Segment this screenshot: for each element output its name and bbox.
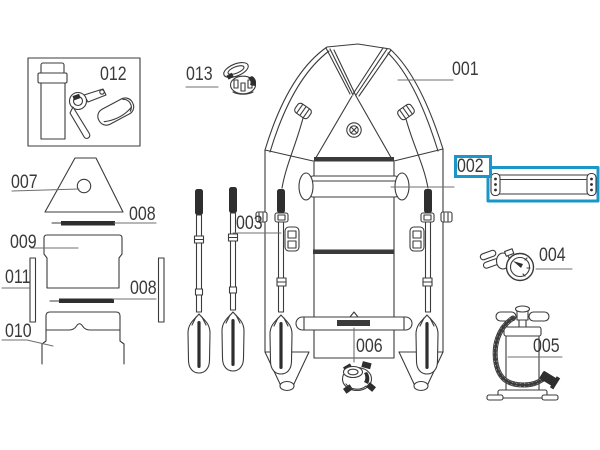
bow-rope-lines (281, 117, 429, 189)
oar-drawing (409, 189, 439, 375)
glue-bottle-drawing (37, 62, 68, 140)
label-006: 006 (356, 336, 383, 357)
floorboard-007-drawing (44, 157, 124, 213)
label-011: 011 (5, 267, 31, 288)
air-pump-005-drawing (486, 305, 561, 401)
bow-handle-drawing (294, 102, 415, 121)
drain-plug-006-drawing (341, 361, 376, 394)
label-005: 005 (533, 336, 560, 357)
repair-kit-box (27, 57, 141, 147)
label-013: 013 (186, 64, 213, 85)
label-007: 007 (11, 172, 38, 193)
label-001: 001 (452, 59, 479, 80)
oar-drawing (221, 187, 245, 372)
label-003: 003 (236, 213, 263, 234)
inflation-valve-drawing (346, 122, 362, 138)
label-008-lower: 008 (130, 278, 157, 299)
air-valve-013-drawing (223, 62, 257, 95)
floor-joint-strip-bow (314, 157, 394, 162)
floor-joint-strip-mid (313, 249, 394, 254)
oar-drawing (187, 189, 211, 374)
stern-seat-drawing (295, 311, 413, 331)
label-010: 010 (5, 321, 32, 342)
oar-drawing (269, 189, 300, 375)
valve-wrench-drawing (68, 88, 107, 139)
label-004: 004 (539, 245, 566, 266)
label-012: 012 (100, 64, 127, 85)
label-008-upper: 008 (129, 204, 156, 225)
label-009: 009 (10, 232, 37, 253)
hull-bow-outline (264, 43, 444, 151)
bow-seam-lines (313, 47, 394, 162)
pressure-gauge-004-drawing (479, 248, 535, 282)
oars-003-drawing (187, 187, 439, 375)
highlighted-part-002[interactable] (486, 166, 600, 203)
floorboard-009-drawing (43, 234, 123, 289)
boat-001-drawing (255, 43, 453, 392)
floor-joint-008-drawing (49, 221, 115, 303)
stern-cone-drawing (264, 351, 444, 392)
seat-002-drawing (490, 172, 597, 197)
stringer-011-drawing (29, 257, 165, 323)
label-002-box[interactable]: 002 (454, 155, 492, 178)
tube-clip-drawing (255, 211, 453, 223)
repair-kit-012-drawing (27, 57, 141, 147)
repair-patch-drawing (97, 97, 135, 126)
label-002[interactable]: 002 (457, 156, 484, 177)
leader-lines (1, 79, 573, 363)
floorboard-010-drawing (41, 311, 125, 365)
